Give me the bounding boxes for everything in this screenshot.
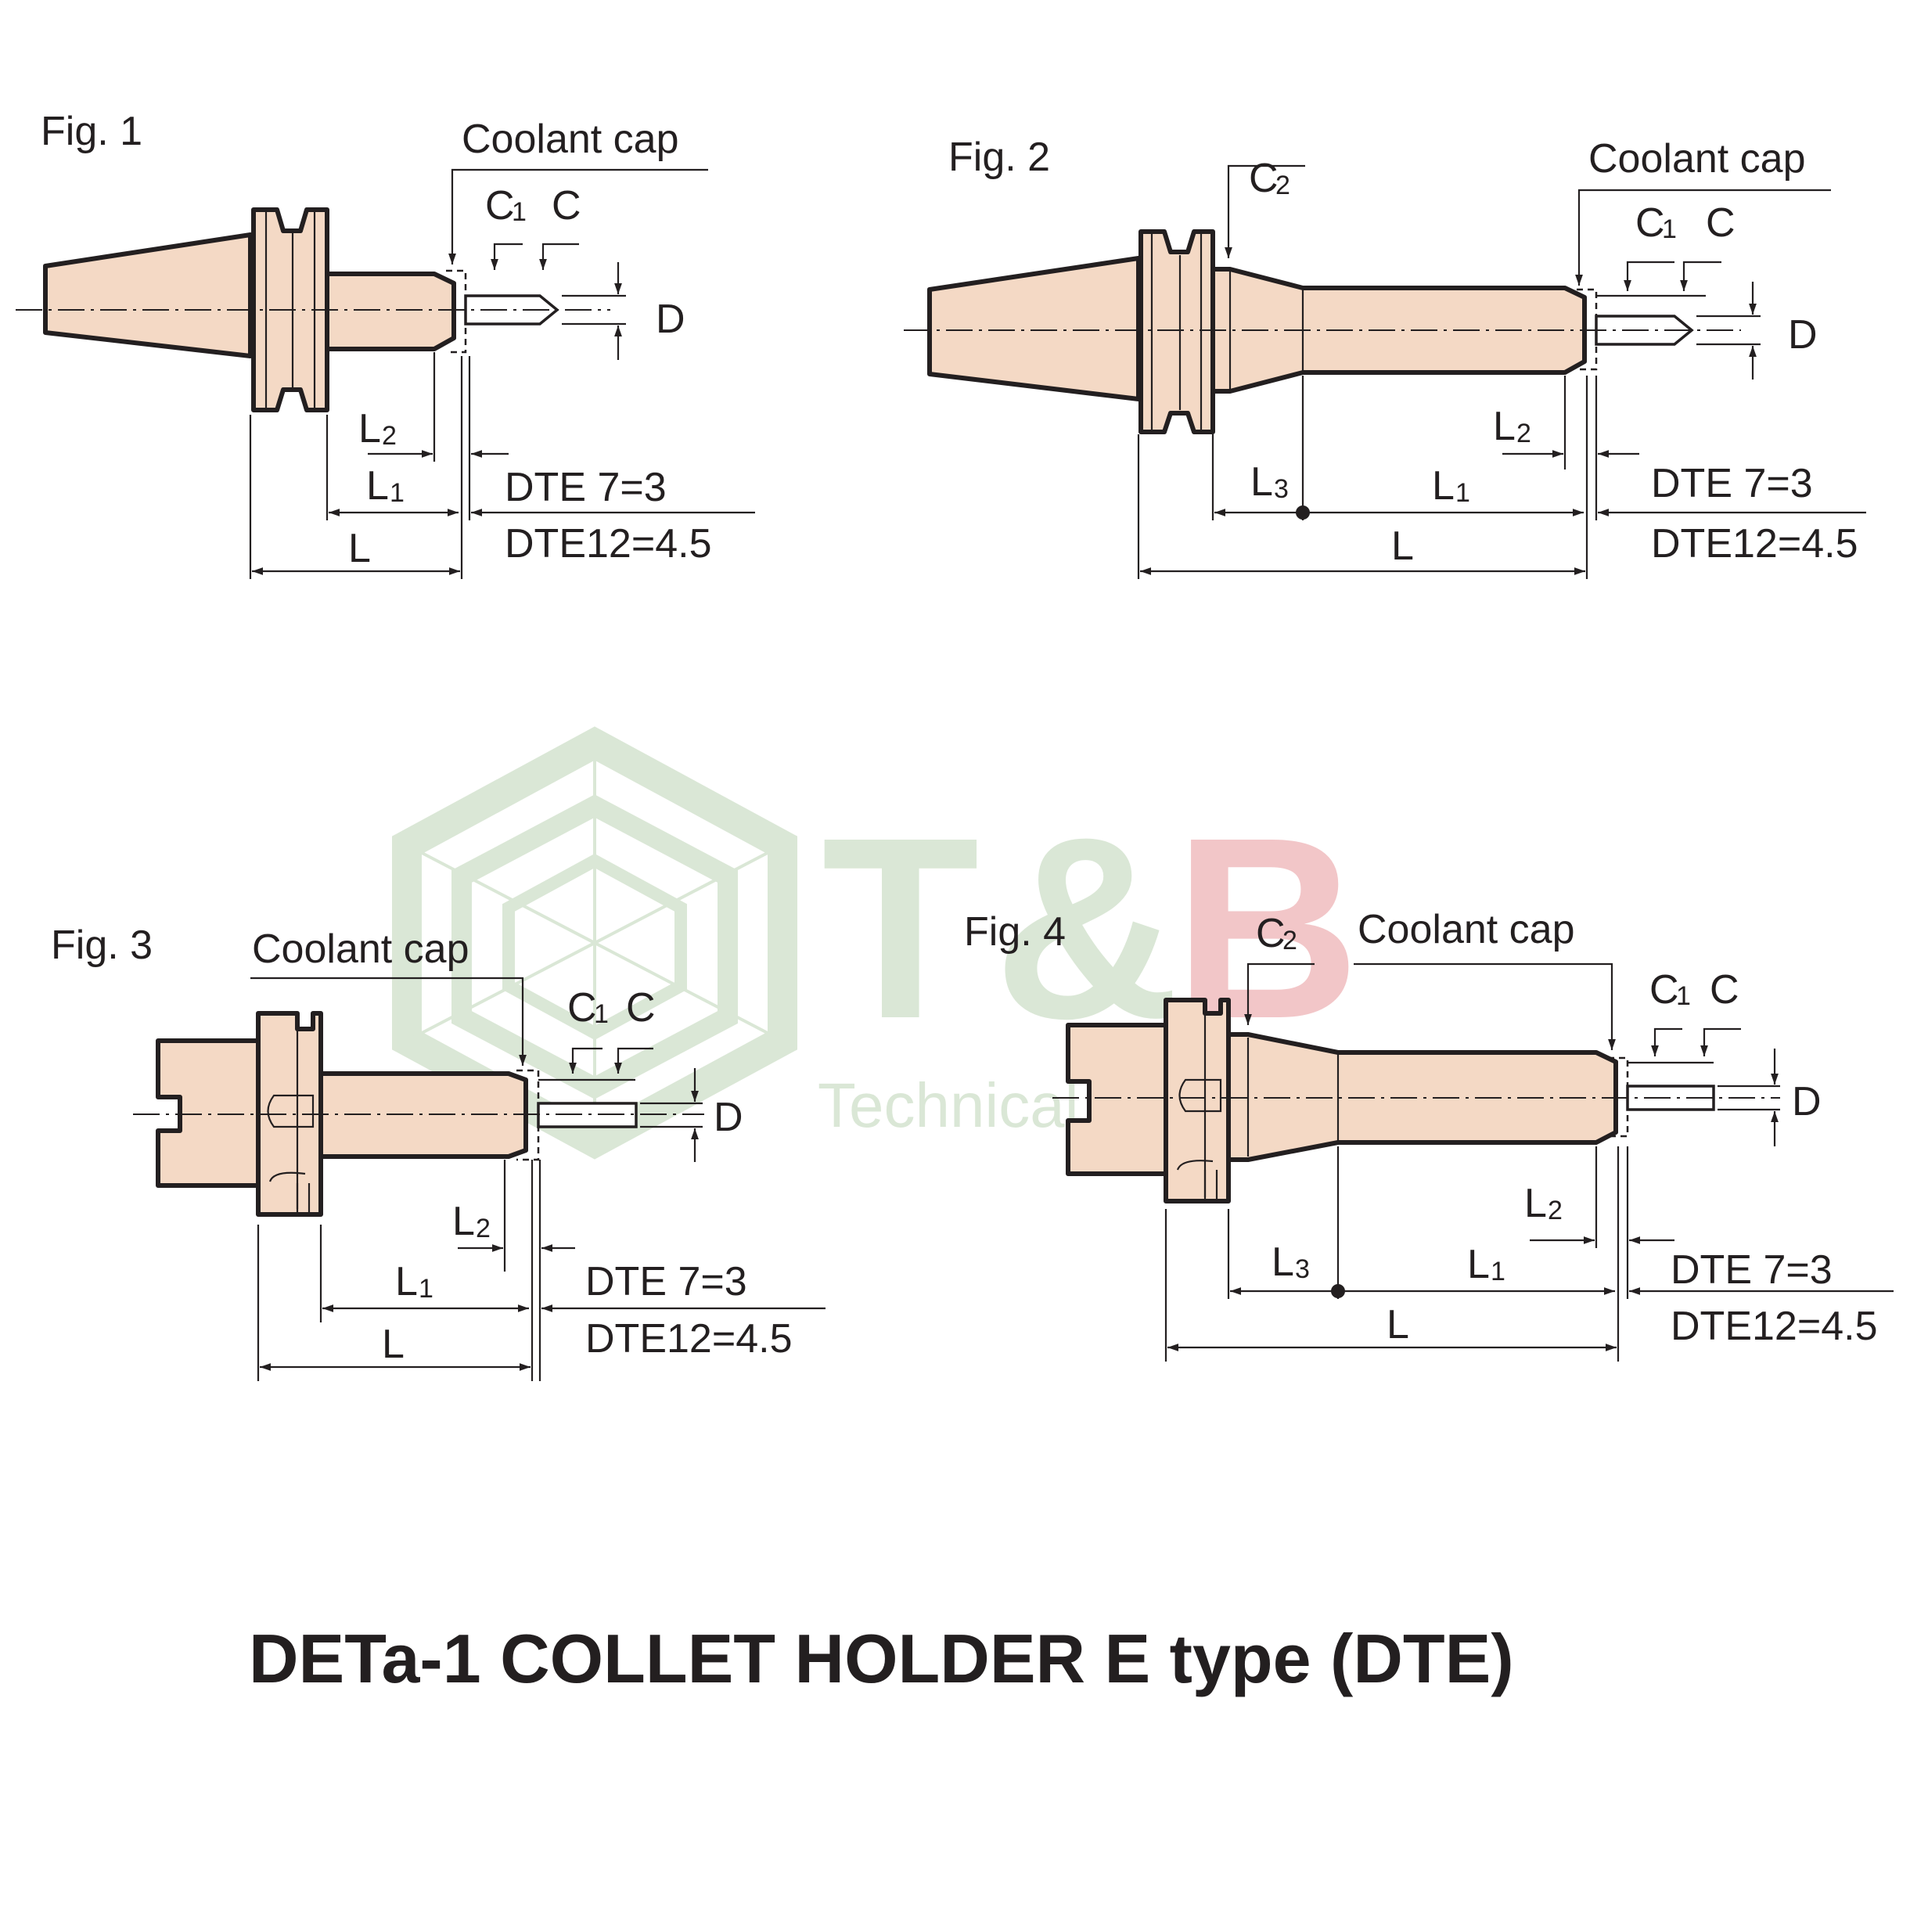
figure-3-note-dte12: DTE12=4.5: [585, 1316, 793, 1362]
figure-2-c-label: C: [1706, 200, 1736, 246]
figure-3-d-label: D: [714, 1095, 743, 1140]
figure-4-note-dte12: DTE12=4.5: [1671, 1304, 1878, 1349]
figure-4-c2-subscript: 2: [1282, 926, 1297, 955]
figure-1-coolant-cap-label: Coolant cap: [462, 117, 679, 162]
figure-1: Fig. 1 Coolant cap C 1 C D L: [16, 109, 755, 579]
figure-2-c1-subscript: 1: [1662, 214, 1677, 244]
figure-2-d-label: D: [1788, 312, 1818, 358]
figure-1-l2-subscript: 2: [382, 421, 397, 451]
figure-3-l2-label: L: [452, 1199, 475, 1244]
watermark-letter-t: T: [822, 783, 980, 1072]
figure-3-neck: [318, 1071, 528, 1159]
figure-2-taper-shank: [927, 256, 1141, 401]
figure-4-l1-label: L: [1467, 1242, 1490, 1287]
figure-4-c1-label: C: [1649, 967, 1679, 1013]
figure-2-note-dte7: DTE 7=3: [1651, 461, 1813, 506]
figure-1-note-dte12: DTE12=4.5: [505, 521, 712, 567]
figure-4-flange: [1164, 998, 1231, 1203]
figure-1-neck: [325, 272, 456, 351]
figure-3-note-dte7: DTE 7=3: [585, 1259, 747, 1304]
figure-3-c1-label: C: [567, 985, 597, 1031]
figure-1-l2-label: L: [358, 406, 381, 452]
figure-2-l3-subscript: 3: [1274, 474, 1289, 504]
figure-4-l2-subscript: 2: [1548, 1196, 1563, 1225]
figure-2-l3-label: L: [1250, 459, 1273, 505]
figure-4-d-label: D: [1792, 1079, 1822, 1124]
figure-4-l3-label: L: [1272, 1239, 1294, 1285]
figure-3-label: Fig. 3: [51, 923, 153, 968]
figure-2-c2-label: C: [1249, 156, 1279, 201]
page-title: DETa-1 COLLET HOLDER E type (DTE): [249, 1620, 1514, 1697]
figure-3-c-label: C: [626, 985, 656, 1031]
figure-4-l3-subscript: 3: [1295, 1254, 1310, 1284]
figure-1-l1-subscript: 1: [390, 478, 405, 508]
figure-2-l2-label: L: [1493, 404, 1516, 449]
figure-4-c2-label: C: [1256, 911, 1286, 956]
watermark-hexagon-logo: [392, 726, 797, 1160]
figure-2: Fig. 2 C 2 Coolant cap C 1 C D: [904, 135, 1866, 579]
figure-3: Fig. 3 Coolant cap C 1 C D: [51, 923, 826, 1381]
figure-4-c-label: C: [1710, 967, 1739, 1013]
figure-3-c1-subscript: 1: [594, 999, 609, 1029]
figure-2-l1-label: L: [1432, 463, 1455, 509]
figure-2-l1-subscript: 1: [1455, 478, 1470, 508]
figure-4-note-dte7: DTE 7=3: [1671, 1247, 1833, 1293]
figure-4-l1-subscript: 1: [1491, 1257, 1505, 1286]
figure-2-flange: [1138, 229, 1215, 434]
figure-1-c1-label: C: [485, 183, 515, 228]
figure-3-l-label: L: [382, 1322, 405, 1367]
figure-1-taper-shank: [43, 232, 253, 358]
figure-1-note-dte7: DTE 7=3: [505, 465, 667, 510]
figure-1-label: Fig. 1: [41, 109, 142, 154]
figure-2-label: Fig. 2: [948, 135, 1050, 180]
figure-3-hsk-shank: [156, 1038, 261, 1188]
figure-3-l2-subscript: 2: [476, 1214, 491, 1243]
figure-4-label: Fig. 4: [964, 909, 1066, 955]
figure-2-c2-subscript: 2: [1275, 171, 1290, 200]
figure-1-drill-tool: [464, 294, 559, 326]
figure-1-l1-label: L: [366, 463, 389, 509]
figure-3-l1-label: L: [395, 1259, 418, 1304]
figure-4-coolant-cap-label: Coolant cap: [1358, 907, 1575, 952]
figure-1-l-label: L: [348, 526, 371, 571]
figure-2-l-label: L: [1391, 523, 1414, 569]
figure-3-l1-subscript: 1: [419, 1274, 433, 1304]
figure-4-l2-label: L: [1524, 1181, 1547, 1226]
figure-2-l2-subscript: 2: [1516, 419, 1531, 448]
figure-2-coolant-cap-label: Coolant cap: [1588, 136, 1806, 182]
figure-2-note-dte12: DTE12=4.5: [1651, 521, 1858, 567]
figure-3-coolant-cap-label: Coolant cap: [252, 926, 469, 972]
figure-1-c-label: C: [552, 183, 581, 228]
figure-4-body: [1226, 1032, 1618, 1162]
figure-4: Fig. 4 C 2 Coolant cap C 1 C D: [964, 907, 1894, 1362]
figure-2-c1-label: C: [1635, 200, 1665, 246]
figure-2-body: [1210, 267, 1587, 394]
figure-4-c1-subscript: 1: [1676, 981, 1691, 1011]
figure-1-d-label: D: [656, 297, 685, 342]
figure-1-c1-subscript: 1: [512, 197, 527, 227]
figure-4-l-label: L: [1387, 1302, 1409, 1347]
